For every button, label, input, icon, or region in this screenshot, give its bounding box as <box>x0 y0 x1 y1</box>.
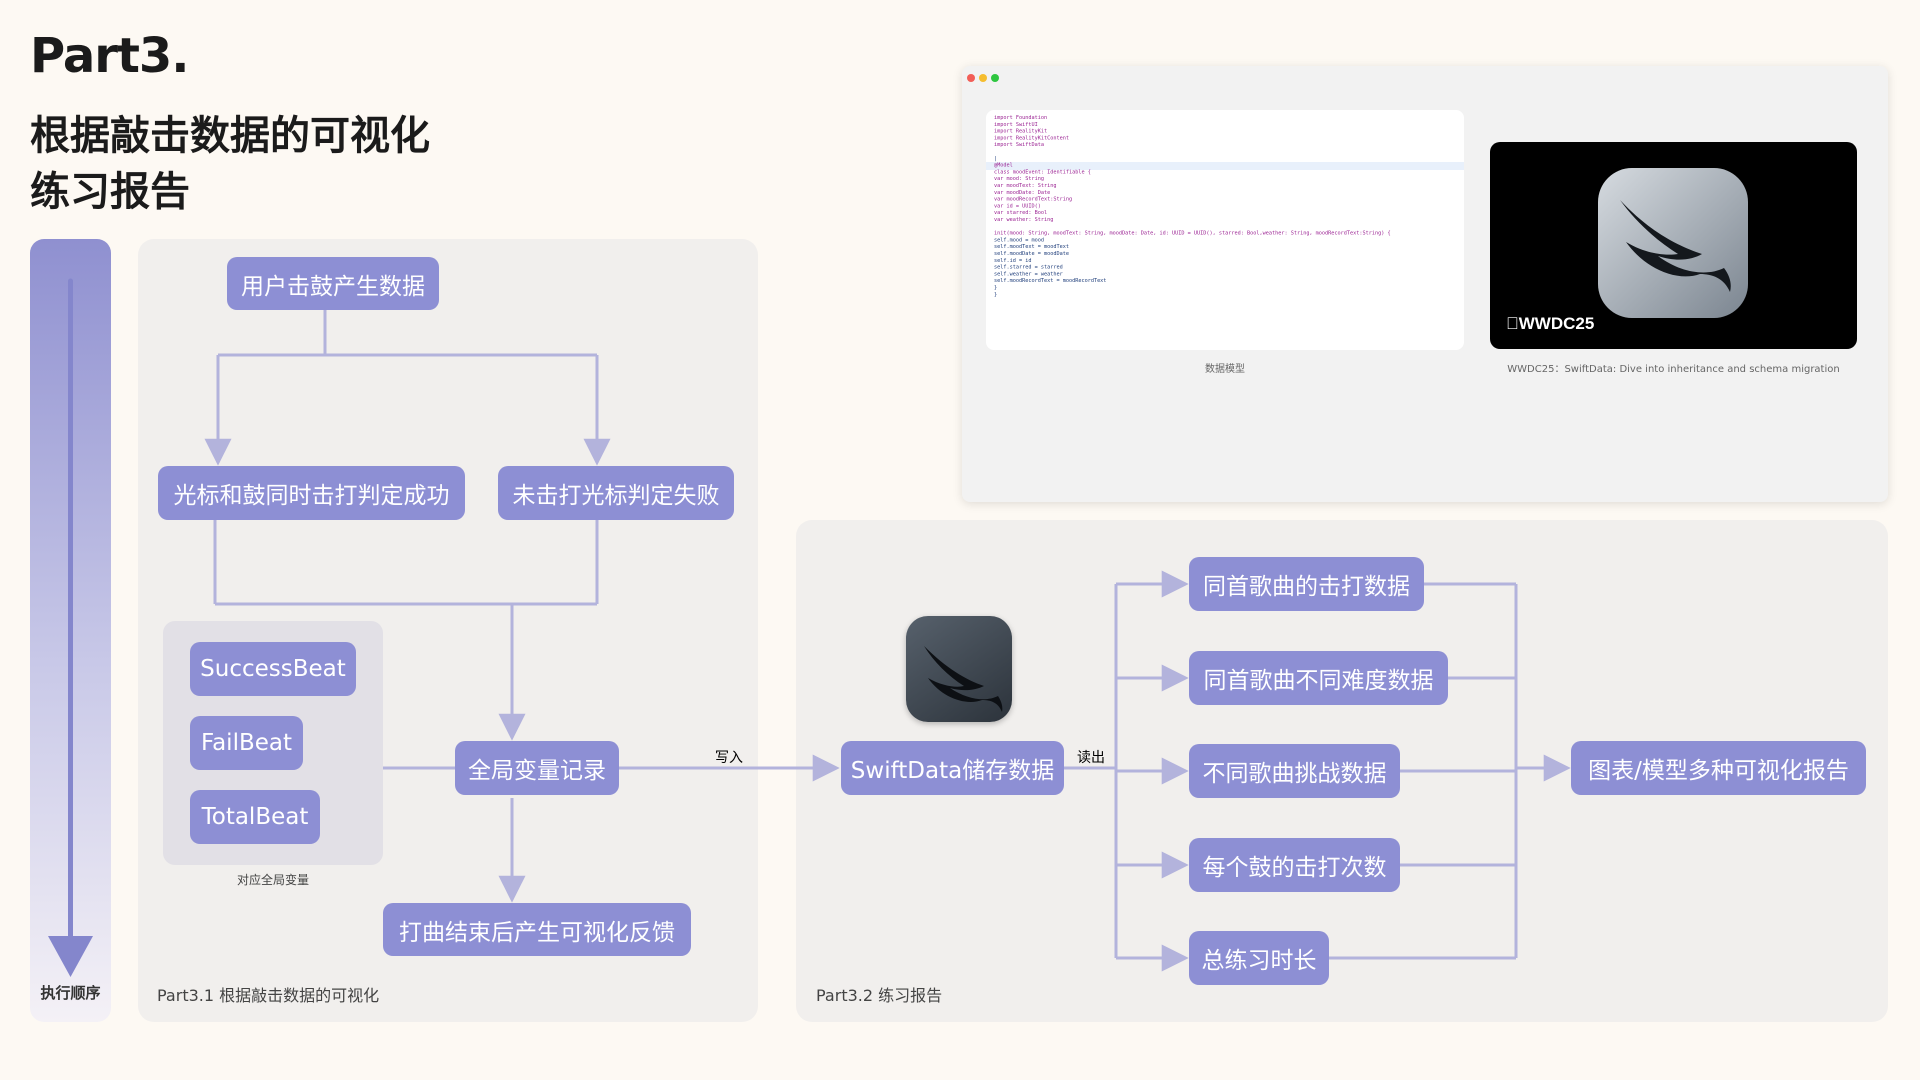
down-arrow-icon <box>48 278 93 977</box>
code-line: self.moodRecordText = moodRecordText <box>994 278 1106 284</box>
variable-total-beat: TotalBeat <box>190 790 320 844</box>
code-line: self.id = id <box>994 258 1031 264</box>
code-line: self.mood = mood <box>994 237 1044 243</box>
node-visual-report: 图表/模型多种可视化报告 <box>1571 741 1866 795</box>
node-visual-feedback: 打曲结束后产生可视化反馈 <box>383 903 691 956</box>
code-line: self.starred = starred <box>994 265 1063 271</box>
node-swiftdata-storage: SwiftData储存数据 <box>841 741 1064 795</box>
code-line: var mood: String <box>994 176 1044 182</box>
page-subtitle: 根据敲击数据的可视化 练习报告 <box>30 108 550 220</box>
global-variable-caption: 对应全局变量 <box>236 873 309 887</box>
code-line: var weather: String <box>994 217 1053 223</box>
code-line: } <box>994 285 997 291</box>
wwdc-session-card: WWDC25 <box>1490 142 1857 349</box>
code-line: self.moodDate = moodDate <box>994 251 1069 257</box>
output-total-practice-time: 总练习时长 <box>1189 931 1329 985</box>
page-title: Part3. <box>30 28 190 84</box>
code-line: import RealityKit <box>994 129 1047 135</box>
output-drum-hit-count: 每个鼓的击打次数 <box>1189 838 1400 892</box>
code-line: import SwiftData <box>994 142 1044 148</box>
subtitle-line-2: 练习报告 <box>30 169 190 215</box>
output-song-challenge: 不同歌曲挑战数据 <box>1189 744 1400 798</box>
code-line: var moodDate: Date <box>994 190 1050 196</box>
code-line: var moodRecordText:String <box>994 197 1072 203</box>
code-line: self.weather = weather <box>994 271 1063 277</box>
wwdc-caption: WWDC25：SwiftData: Dive into inheritance … <box>1507 364 1840 375</box>
output-same-song-difficulty: 同首歌曲不同难度数据 <box>1189 651 1448 705</box>
window-zoom-dot <box>991 74 999 82</box>
node-global-variables: 全局变量记录 <box>455 741 619 795</box>
node-hit-success: 光标和鼓同时击打判定成功 <box>158 466 465 520</box>
swiftdata-app-icon <box>906 616 1012 722</box>
execution-order-bar <box>30 239 111 1022</box>
code-line: init(mood: String, moodText: String, moo… <box>994 231 1391 237</box>
code-line: self.moodText = moodText <box>994 244 1069 250</box>
subtitle-line-1: 根据敲击数据的可视化 <box>30 113 430 159</box>
code-line: import Foundation <box>994 115 1047 121</box>
code-line: var starred: Bool <box>994 210 1047 216</box>
output-same-song-hits: 同首歌曲的击打数据 <box>1189 557 1424 611</box>
panel1-caption: Part3.1 根据敲击数据的可视化 <box>157 986 380 1005</box>
code-line: import SwiftUI <box>994 122 1038 128</box>
swiftdata-logo-icon <box>1598 168 1748 318</box>
code-line: import RealityKitContent <box>994 135 1069 141</box>
variable-success-beat: SuccessBeat <box>190 642 356 696</box>
code-line: @Model <box>994 163 1013 169</box>
execution-order-label: 执行顺序 <box>40 984 101 1002</box>
node-user-drum-data: 用户击鼓产生数据 <box>227 257 439 310</box>
panel2-caption: Part3.2 练习报告 <box>816 986 943 1005</box>
node-hit-fail: 未击打光标判定失败 <box>498 466 734 520</box>
variable-fail-beat: FailBeat <box>190 716 303 770</box>
code-line: | <box>994 156 997 162</box>
code-line: } <box>994 292 997 298</box>
code-line: class moodEvent: Identifiable { <box>994 169 1091 175</box>
window-close-dot <box>967 74 975 82</box>
code-caption: 数据模型 <box>1205 364 1245 375</box>
window-minimize-dot <box>979 74 987 82</box>
code-line: var moodText: String <box>994 183 1056 189</box>
code-line: var id = UUID() <box>994 203 1041 209</box>
wwdc-logo: WWDC25 <box>1506 314 1594 333</box>
